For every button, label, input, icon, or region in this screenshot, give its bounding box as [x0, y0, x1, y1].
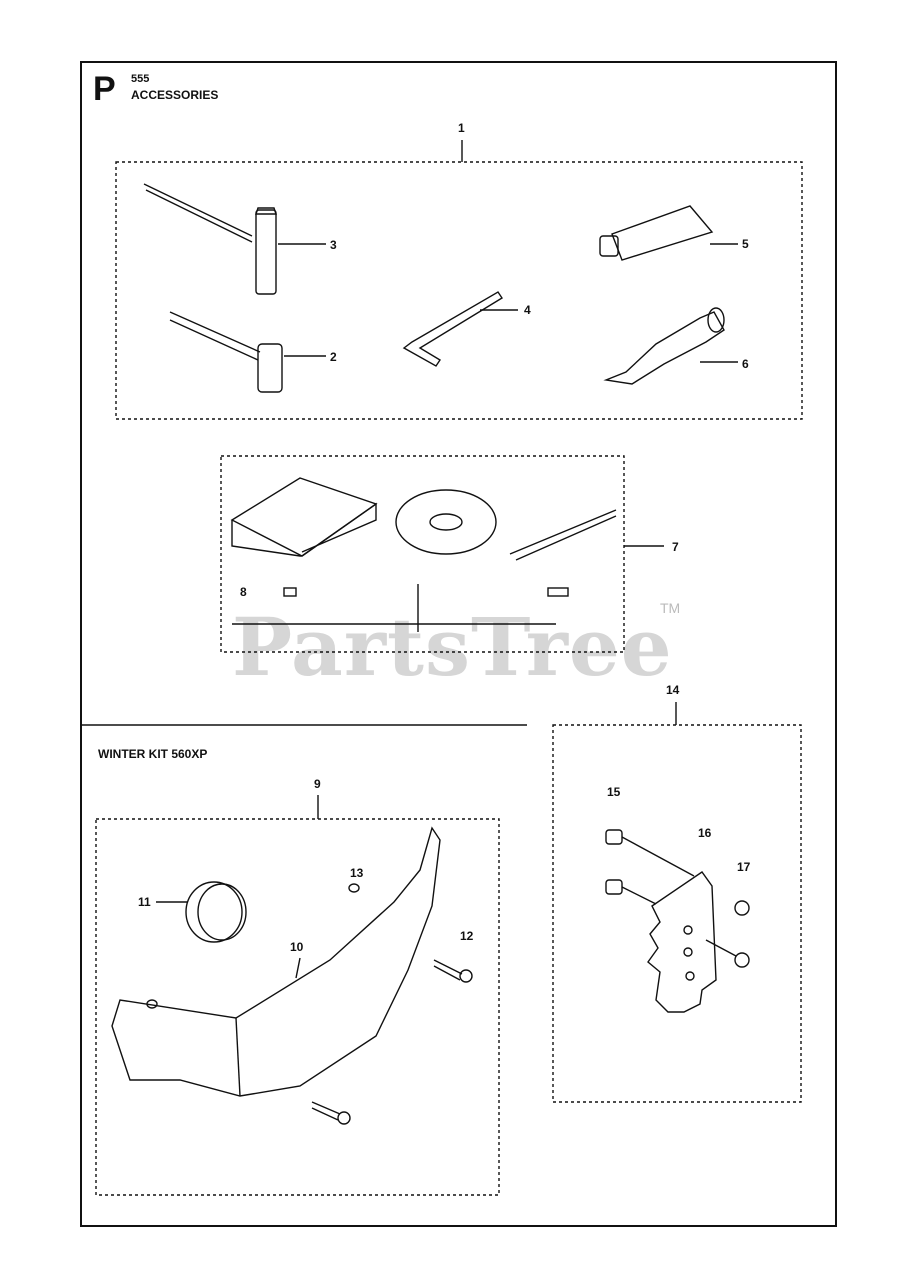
- callout-15: 15: [607, 785, 621, 799]
- callout-16: 16: [698, 826, 712, 840]
- kit-box-14: [552, 724, 802, 1103]
- callout-2: 2: [330, 350, 337, 364]
- callout-14: 14: [666, 683, 680, 697]
- callout-5: 5: [742, 237, 749, 251]
- callout-4: 4: [524, 303, 531, 317]
- callout-12: 12: [460, 929, 474, 943]
- kit-box-9: [95, 818, 500, 1196]
- kit-box-1: [115, 161, 803, 420]
- watermark-text: PartsTree: [232, 600, 673, 694]
- callout-11: 11: [138, 895, 151, 909]
- callout-1: 1: [458, 121, 465, 135]
- callout-3: 3: [330, 238, 337, 252]
- winter-kit-title: WINTER KIT 560XP: [98, 747, 208, 761]
- page-title: ACCESSORIES: [131, 88, 219, 102]
- kit-box-7: [220, 455, 625, 653]
- callout-6: 6: [742, 357, 749, 371]
- callout-7: 7: [672, 540, 679, 554]
- callout-10: 10: [290, 940, 304, 954]
- callout-8: 8: [240, 585, 247, 599]
- diagram-frame: [80, 61, 837, 1227]
- callout-9: 9: [314, 777, 321, 791]
- section-letter: P: [93, 70, 116, 108]
- callout-13: 13: [350, 866, 364, 880]
- watermark-trademark: TM: [660, 600, 681, 616]
- model-number: 555: [131, 73, 150, 85]
- callout-17: 17: [737, 860, 751, 874]
